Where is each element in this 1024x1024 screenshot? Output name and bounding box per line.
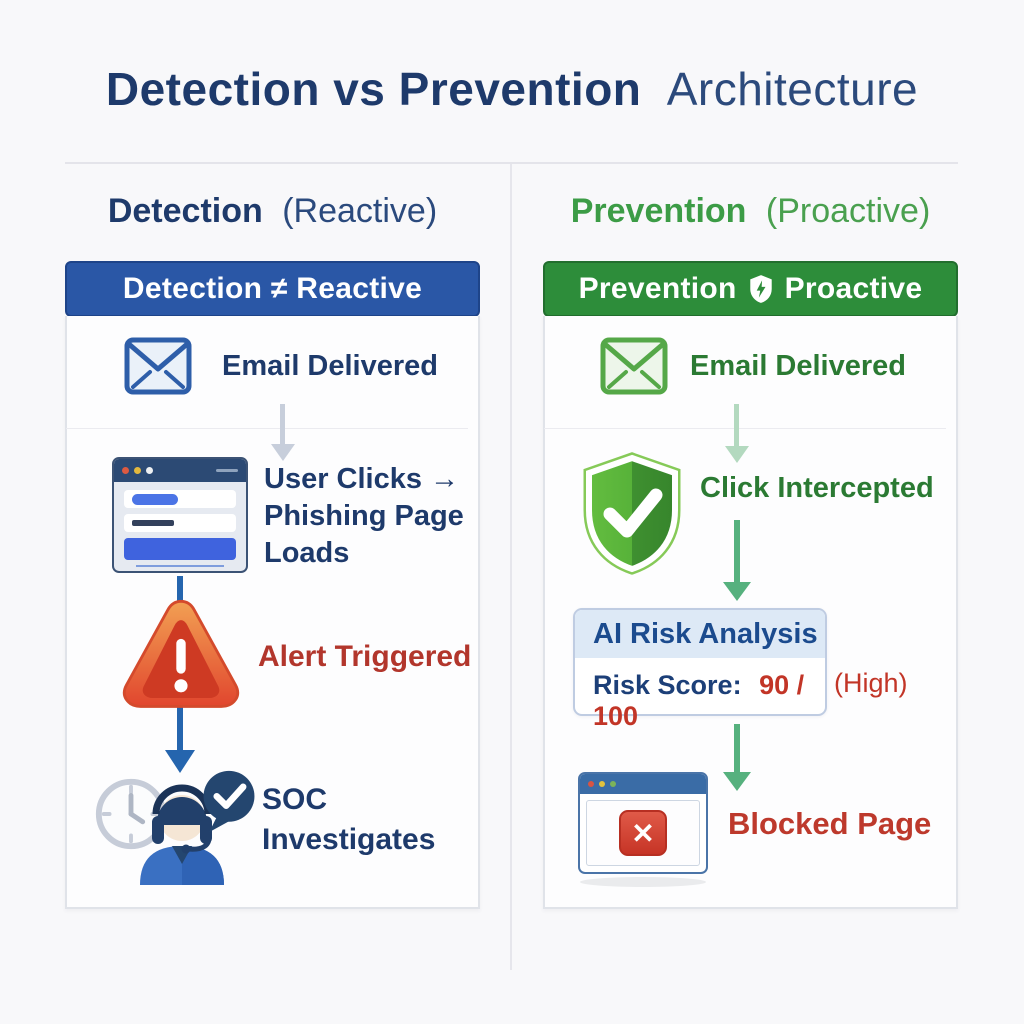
email-green-icon — [600, 337, 668, 395]
browser-blocked-icon: ✕ — [578, 772, 708, 874]
user-clicks-label: User Clicks → Phishing Page Loads — [264, 461, 464, 572]
email-delivered-green-label: Email Delivered — [690, 350, 906, 382]
arrow-down-icon — [280, 404, 285, 446]
browser-titlebar-dash — [216, 469, 238, 472]
detection-banner-label: Detection ≠ Reactive — [122, 272, 423, 305]
soc-line-1: SOC — [262, 783, 328, 816]
user-clicks-line-1: User Clicks → — [264, 463, 460, 495]
blocked-dot-yellow — [599, 781, 605, 787]
shield-bolt-icon — [748, 274, 774, 304]
browser-link-line — [136, 565, 224, 567]
blocked-dot-green — [610, 781, 616, 787]
title-divider — [65, 162, 958, 164]
detection-header-light: (Reactive) — [282, 192, 438, 230]
blocked-page-body: ✕ — [586, 800, 700, 866]
user-clicks-line-2: Phishing Page — [264, 500, 464, 532]
alert-triggered-label: Alert Triggered — [258, 640, 472, 673]
browser-titlebar — [114, 459, 246, 482]
risk-qualifier-label: (High) — [834, 668, 908, 698]
browser-phishing-icon — [112, 457, 248, 573]
email-icon — [124, 337, 192, 395]
prevention-column-header: Prevention (Proactive) — [543, 192, 958, 231]
blocked-window-shadow — [580, 877, 706, 887]
browser-field-text — [132, 520, 174, 526]
detection-header-strong: Detection — [107, 192, 263, 230]
prevention-header-light: (Proactive) — [765, 192, 931, 230]
risk-box-title: AI Risk Analysis — [575, 610, 825, 658]
detection-step-separator — [66, 428, 468, 429]
arrow-down-green-icon — [734, 404, 739, 448]
browser-field-1 — [124, 490, 236, 508]
detection-column-header: Detection (Reactive) — [65, 192, 480, 231]
window-dot-red — [122, 467, 129, 474]
flow-arrow-green2-head — [723, 582, 751, 601]
flow-arrow-green3-head — [723, 772, 751, 791]
prevention-header-strong: Prevention — [570, 192, 747, 230]
browser-submit-button-shape — [124, 538, 236, 560]
risk-score-value: 90 / 100 — [593, 670, 805, 731]
risk-score-label: Risk Score: — [593, 670, 742, 700]
title-light: Architecture — [666, 63, 919, 115]
flow-arrow-green2-shaft — [734, 520, 740, 584]
prevention-banner: Prevention Proactive — [543, 261, 958, 317]
blocked-dot-red — [588, 781, 594, 787]
detection-banner: Detection ≠ Reactive — [65, 261, 480, 317]
column-divider — [510, 164, 512, 970]
click-intercepted-label: Click Intercepted — [700, 472, 934, 504]
flow-arrow-green3-shaft — [734, 724, 740, 774]
x-icon: ✕ — [619, 810, 667, 856]
soc-investigates-label: SOC Investigates — [262, 780, 435, 860]
prevention-step-separator — [544, 428, 946, 429]
page-title: Detection vs Prevention Architecture — [0, 62, 1024, 116]
clock-icon — [92, 775, 170, 853]
window-dot-yellow — [134, 467, 141, 474]
flow-arrow-blue-head — [165, 750, 195, 773]
email-delivered-label: Email Delivered — [222, 350, 438, 382]
ai-risk-analysis-box: AI Risk Analysis Risk Score: 90 / 100 — [573, 608, 827, 731]
checkmark-bubble-icon — [196, 766, 262, 836]
title-strong: Detection vs Prevention — [105, 63, 642, 115]
arrow-down-green-head — [725, 446, 749, 463]
user-clicks-line-3: Loads — [264, 537, 350, 569]
prevention-banner-word2: Proactive — [784, 272, 923, 305]
browser-field-pill — [132, 494, 178, 505]
browser-field-2 — [124, 514, 236, 532]
risk-box-body: Risk Score: 90 / 100 — [575, 658, 825, 732]
prevention-banner-word1: Prevention — [578, 272, 737, 305]
warning-triangle-icon — [120, 595, 242, 709]
soc-line-2: Investigates — [262, 823, 436, 856]
soc-analyst-icon — [122, 780, 242, 885]
arrow-down-head — [271, 444, 295, 461]
blocked-page-label: Blocked Page — [728, 806, 932, 841]
window-dot-white — [146, 467, 153, 474]
blocked-titlebar — [580, 774, 706, 794]
shield-check-icon — [577, 452, 687, 576]
